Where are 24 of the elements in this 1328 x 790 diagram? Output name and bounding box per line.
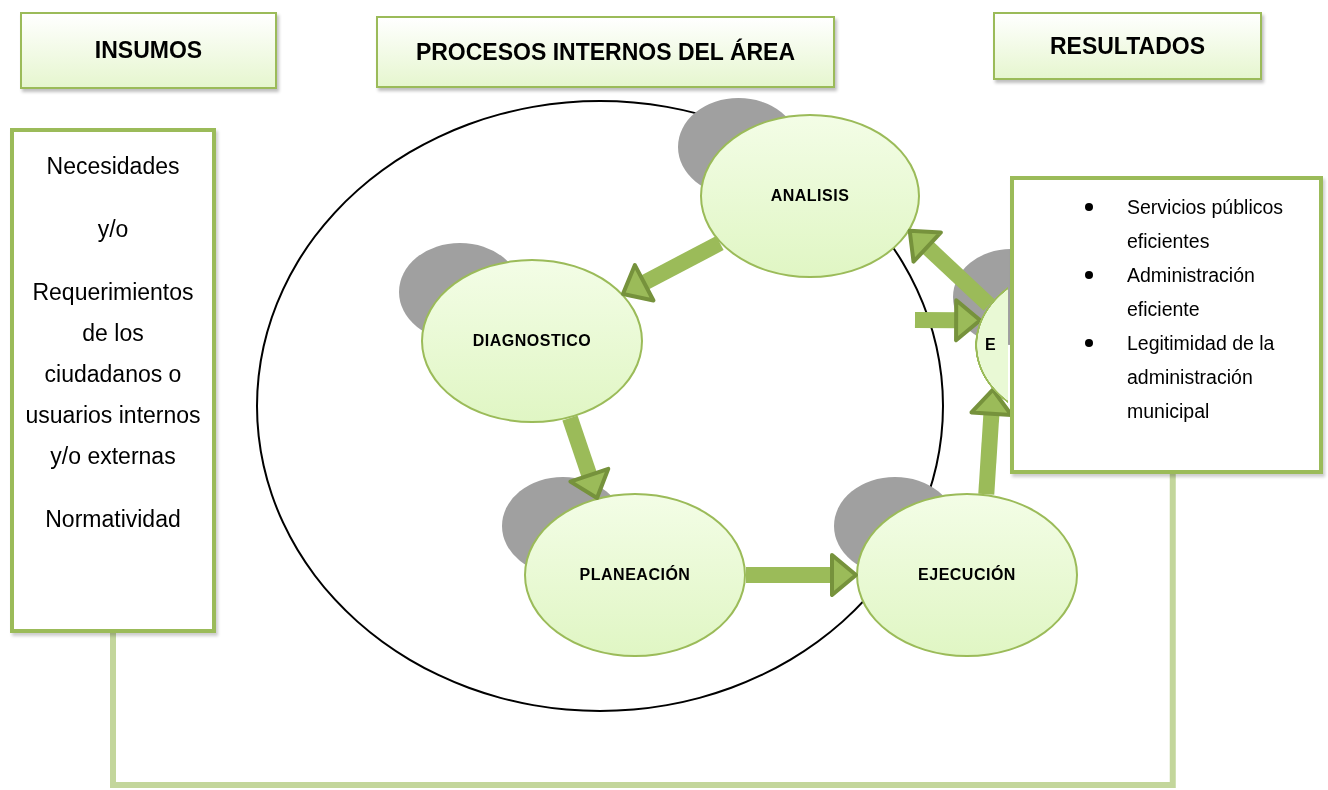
block-arrow [746,553,858,597]
title-box [376,16,835,88]
connector-line [110,474,1176,788]
process-label: EJECUCIÓN [918,566,1016,584]
block-arrow [620,235,724,303]
input-text: Normatividad [45,505,181,534]
input-box [10,128,216,633]
heading: PROCESOS INTERNOS DEL ÁREA [415,38,796,66]
process-label: PLANEACIÓN [579,566,691,584]
title-box [993,12,1262,80]
heading: RESULTADOS [1049,32,1205,60]
bullet-item: Administración eficiente [1127,263,1256,322]
bullet-item: Legitimidad de la administración municipal [1127,331,1276,424]
process-label: ANALISIS [770,187,850,205]
bullet-item: Servicios públicos eficientes [1127,195,1285,254]
input-text: Necesidades [46,152,180,181]
process-label: E [985,336,996,354]
input-text: y/o [97,215,129,244]
heading: INSUMOS [94,37,203,64]
process-label: DIAGNOSTICO [472,332,592,350]
block-arrow [562,415,611,500]
input-text: Requerimientos de los ciudadanos o usuarios internos y/o externas [24,278,202,471]
results-box [1010,176,1323,474]
title-box [20,12,277,89]
